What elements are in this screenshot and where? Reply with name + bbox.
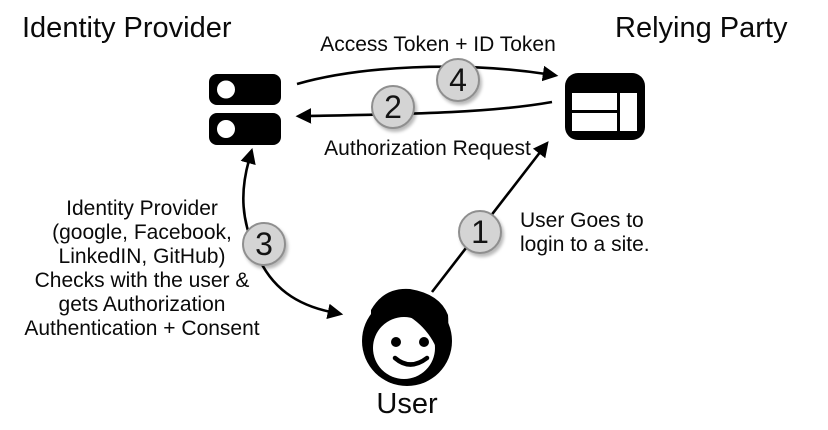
access-token-label: Access Token + ID Token — [320, 33, 556, 56]
step-badge-3: 3 — [242, 222, 286, 266]
arrow-access-token — [296, 65, 559, 86]
step-badge-1: 1 — [458, 210, 502, 254]
idp-checks-note: Identity Provider (google, Facebook, Lin… — [24, 197, 260, 340]
person-face-icon — [362, 288, 452, 386]
server-icon — [209, 74, 281, 145]
browser-window-icon — [565, 73, 645, 140]
step-badge-2: 2 — [371, 85, 415, 129]
user-goes-label: User Goes to login to a site. — [520, 209, 650, 256]
identity-provider-title: Identity Provider — [22, 12, 232, 44]
step-badge-4: 4 — [436, 58, 480, 102]
relying-party-title: Relying Party — [615, 12, 788, 44]
arrow-authorization-request — [295, 100, 553, 124]
user-label: User — [376, 388, 438, 420]
authorization-request-label: Authorization Request — [324, 137, 531, 160]
